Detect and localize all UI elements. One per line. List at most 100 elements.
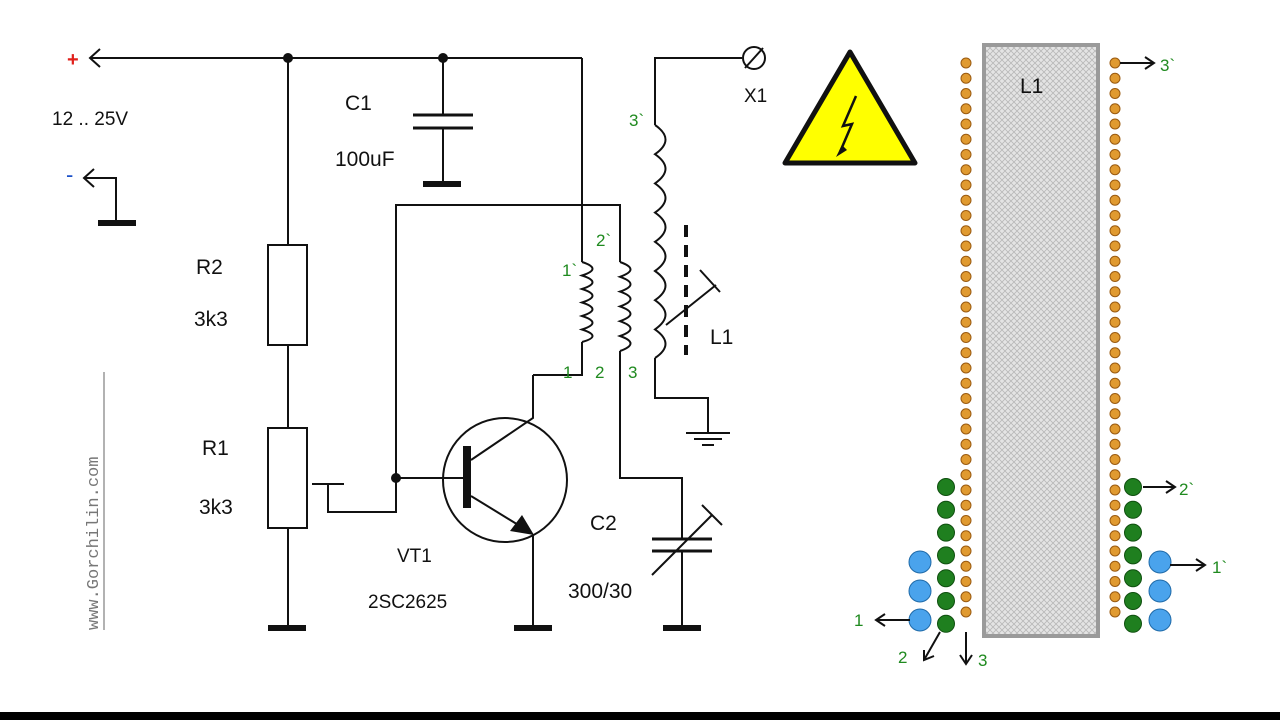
winding-3-turn [960, 103, 972, 115]
capacitor-c1: C1 100uF [335, 58, 473, 187]
winding-1-turn [1148, 608, 1172, 632]
lead-1t-arrow-icon [1170, 558, 1207, 572]
pin-label-3t: 3` [629, 111, 644, 130]
winding-3-turn [1109, 545, 1121, 557]
high-voltage-warning-icon [782, 49, 918, 166]
plus-sign: + [67, 49, 79, 71]
winding-1-turns [908, 550, 1172, 632]
r1-value-label: 3k3 [199, 496, 233, 519]
vt1-value-label: 2SC2625 [368, 592, 447, 613]
winding-3-turn [1109, 377, 1121, 389]
hv-output-wire [654, 57, 742, 125]
c2-value-label: 300/30 [568, 580, 632, 603]
winding-3-turn [960, 57, 972, 69]
winding-3-turn [960, 591, 972, 603]
winding-3-turn [1109, 454, 1121, 465]
bottom-border [0, 712, 1280, 720]
winding-3-turn [1109, 301, 1121, 313]
winding-3-turn [1109, 316, 1121, 328]
winding-3-turn [960, 393, 972, 404]
winding-2-turn [937, 569, 955, 588]
winding-3-turn [1109, 255, 1121, 267]
winding-3-turn [960, 606, 972, 618]
minus-arrow-icon [82, 168, 95, 188]
winding-1-turn [1148, 550, 1172, 574]
pin-label-2t: 2` [596, 231, 611, 250]
c1-ref-label: C1 [345, 92, 372, 115]
lead-label-2t: 2` [1179, 480, 1194, 499]
winding-3-turn [960, 530, 972, 542]
winding-3-turn [1109, 194, 1121, 206]
lead-label-1: 1 [854, 611, 863, 630]
c1-value-label: 100uF [335, 148, 395, 171]
winding-3-turn [1109, 469, 1121, 481]
winding3-ground-wire [654, 358, 709, 432]
coil-winding-2 [616, 261, 683, 538]
winding-2-turn [1124, 500, 1142, 519]
c2-wire [619, 351, 683, 538]
winding-3-turn [960, 301, 972, 313]
l1-ref-label: L1 [710, 326, 733, 349]
winding-2-turn [1124, 569, 1142, 588]
winding-3-turn [960, 362, 972, 374]
winding-2-turn [937, 546, 955, 565]
winding-3-turn [1109, 484, 1121, 496]
collector-wire [533, 342, 583, 376]
winding-3-turn [1109, 210, 1121, 221]
winding-3-turn [1109, 423, 1121, 435]
l1-tuning-icon [665, 269, 721, 326]
winding-3-turn [1109, 164, 1121, 176]
winding-3-turn [960, 515, 972, 526]
transistor-vt1: VT1 2SC2625 [368, 375, 568, 631]
winding-3-turn [1109, 591, 1121, 603]
lead-label-3: 3 [978, 651, 987, 670]
winding-3-turn [1109, 149, 1121, 160]
winding-3-turn [1109, 103, 1121, 115]
winding-2-turn [937, 478, 955, 496]
winding-3-turn [1109, 438, 1121, 450]
plus-arrow-icon [88, 48, 101, 68]
winding-1-turn [908, 608, 932, 632]
winding-3-turn [960, 484, 972, 496]
winding-3-turn [1109, 393, 1121, 404]
winding-3-turn [1109, 240, 1121, 252]
winding-2-turn [937, 614, 955, 633]
winding-1-turn [908, 579, 932, 603]
winding3-ground-icon [686, 432, 730, 446]
winding-3-turn [960, 72, 972, 84]
r2-value-label: 3k3 [194, 308, 228, 331]
winding-3-turn [960, 271, 972, 282]
winding-3-turn [1109, 286, 1121, 298]
winding-3-turn [960, 255, 972, 267]
supply-voltage-label: 12 .. 25V [52, 109, 128, 130]
r2-ref-label: R2 [196, 256, 223, 279]
winding-2-turn [937, 523, 955, 542]
r1-ref-label: R1 [202, 437, 229, 460]
winding-3-turn [960, 194, 972, 206]
coil-construction-view: L1 3` 2` 1` 1 2 3 [854, 43, 1227, 670]
winding-3-turn [960, 133, 972, 145]
lead-2t-arrow-icon [1143, 480, 1177, 494]
winding-3-turn [1109, 408, 1121, 420]
winding-3-turn [960, 225, 972, 237]
lead-label-2: 2 [898, 648, 907, 667]
winding-3-turn [1109, 88, 1121, 99]
lead-label-1t: 1` [1212, 558, 1227, 577]
winding-1-turn [908, 550, 932, 574]
winding-3-turn [960, 88, 972, 99]
winding-3-turn [960, 560, 972, 572]
winding-3-turn [960, 499, 972, 511]
pin-label-2: 2 [595, 363, 604, 382]
winding-3-turn [1109, 271, 1121, 282]
winding-2-turn [1124, 614, 1142, 633]
winding-2-turns [937, 478, 1142, 633]
winding-3-turn [1109, 515, 1121, 526]
winding-2-turn [1124, 478, 1142, 496]
c2-ref-label: C2 [590, 512, 617, 535]
pin-label-1: 1 [563, 363, 572, 382]
winding-3-turn [1109, 225, 1121, 237]
winding-3-turn [1109, 576, 1121, 587]
winding-3-turn [960, 377, 972, 389]
c2-tuning-icon [651, 504, 723, 576]
